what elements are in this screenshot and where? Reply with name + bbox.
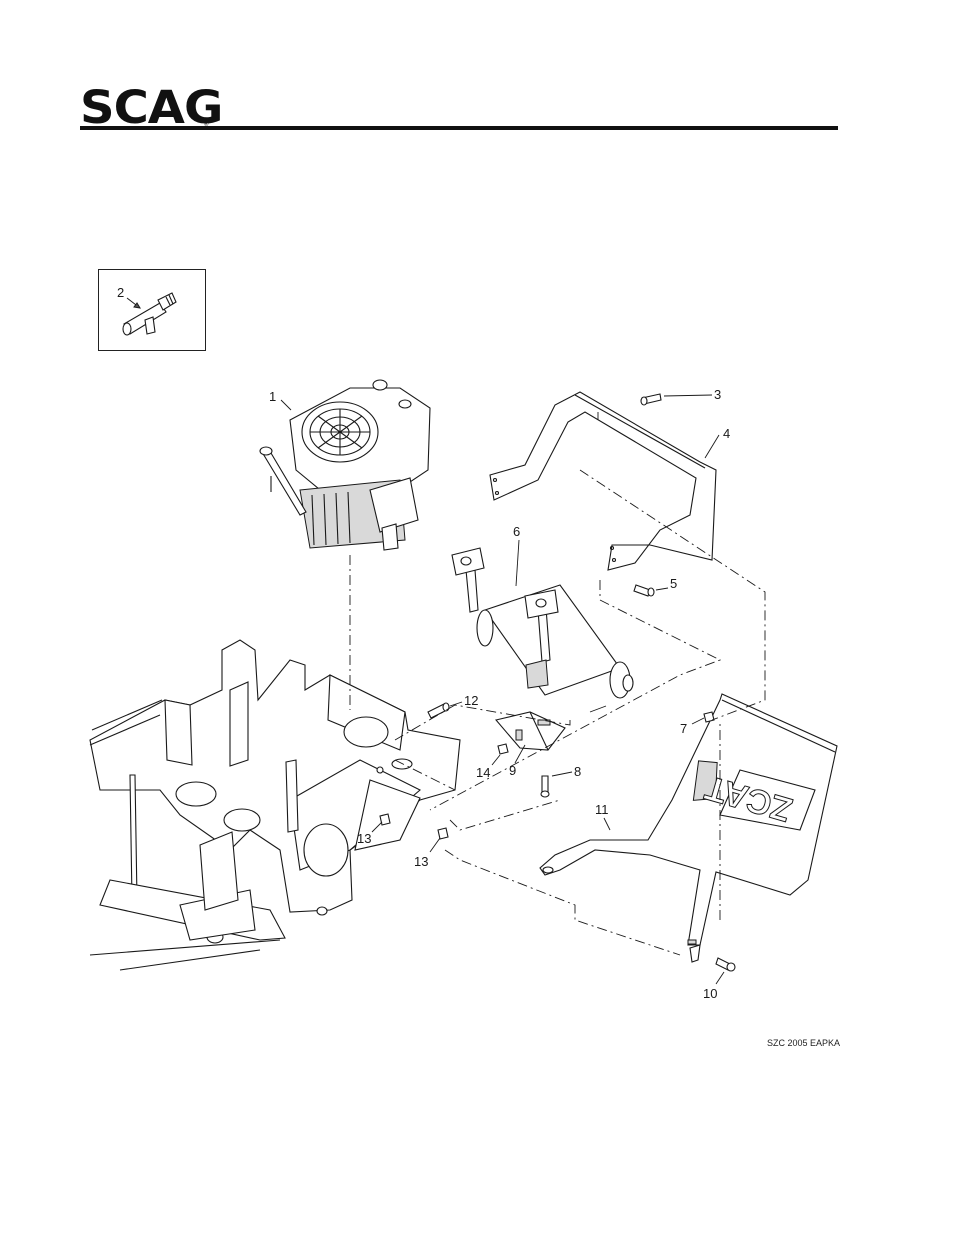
nut-13a <box>379 813 391 826</box>
nut-14 <box>497 743 509 755</box>
bolt-10 <box>715 957 736 972</box>
callout-8: 8 <box>574 764 581 779</box>
alignment-lines <box>349 412 766 956</box>
callout-7: 7 <box>680 721 687 736</box>
leader-11 <box>603 817 611 831</box>
leader-14 <box>491 754 501 766</box>
leader-5 <box>655 587 669 591</box>
callout-12: 12 <box>464 693 478 708</box>
leader-10 <box>715 971 725 985</box>
leader-7 <box>691 717 705 725</box>
mower-frame <box>89 639 461 971</box>
callout-10: 10 <box>703 986 717 1001</box>
header-rule <box>80 126 838 130</box>
leader-6 <box>515 539 520 587</box>
bolt-5 <box>633 584 655 597</box>
muffler <box>451 547 634 699</box>
leader-8 <box>551 771 573 777</box>
figure-code: SZC 2005 EAPKA <box>767 1038 841 1048</box>
leader-13b <box>429 837 441 853</box>
callout-1: 1 <box>269 389 276 404</box>
bolt-8 <box>540 775 550 798</box>
heat-shield-bracket <box>489 391 717 571</box>
callout-14: 14 <box>476 765 490 780</box>
callout-3: 3 <box>714 387 721 402</box>
callout-4: 4 <box>723 426 730 441</box>
callout-11: 11 <box>595 802 609 817</box>
fitting-part <box>122 292 177 336</box>
callout-13b: 13 <box>414 854 428 869</box>
bolt-3 <box>640 393 662 406</box>
leader-1 <box>280 399 292 411</box>
callout-6: 6 <box>513 524 520 539</box>
callout-2: 2 <box>117 285 124 300</box>
callout-9: 9 <box>509 763 516 778</box>
trademark-mark: ® <box>204 122 209 128</box>
rear-guard-plate: ZCAT <box>539 693 838 963</box>
leader-muffler-arrow <box>589 705 607 713</box>
callout-13a: 13 <box>357 831 371 846</box>
leader-4 <box>704 434 720 459</box>
bolt-12 <box>427 702 450 719</box>
nut-7 <box>703 711 715 723</box>
engine-assembly <box>259 379 431 551</box>
leader-12 <box>449 701 463 707</box>
nut-13b <box>437 827 449 840</box>
leader-3 <box>663 394 713 397</box>
leader-9 <box>514 744 526 764</box>
leader-13a <box>371 821 383 833</box>
brand-logo: SCAG <box>80 81 223 135</box>
callout-5: 5 <box>670 576 677 591</box>
